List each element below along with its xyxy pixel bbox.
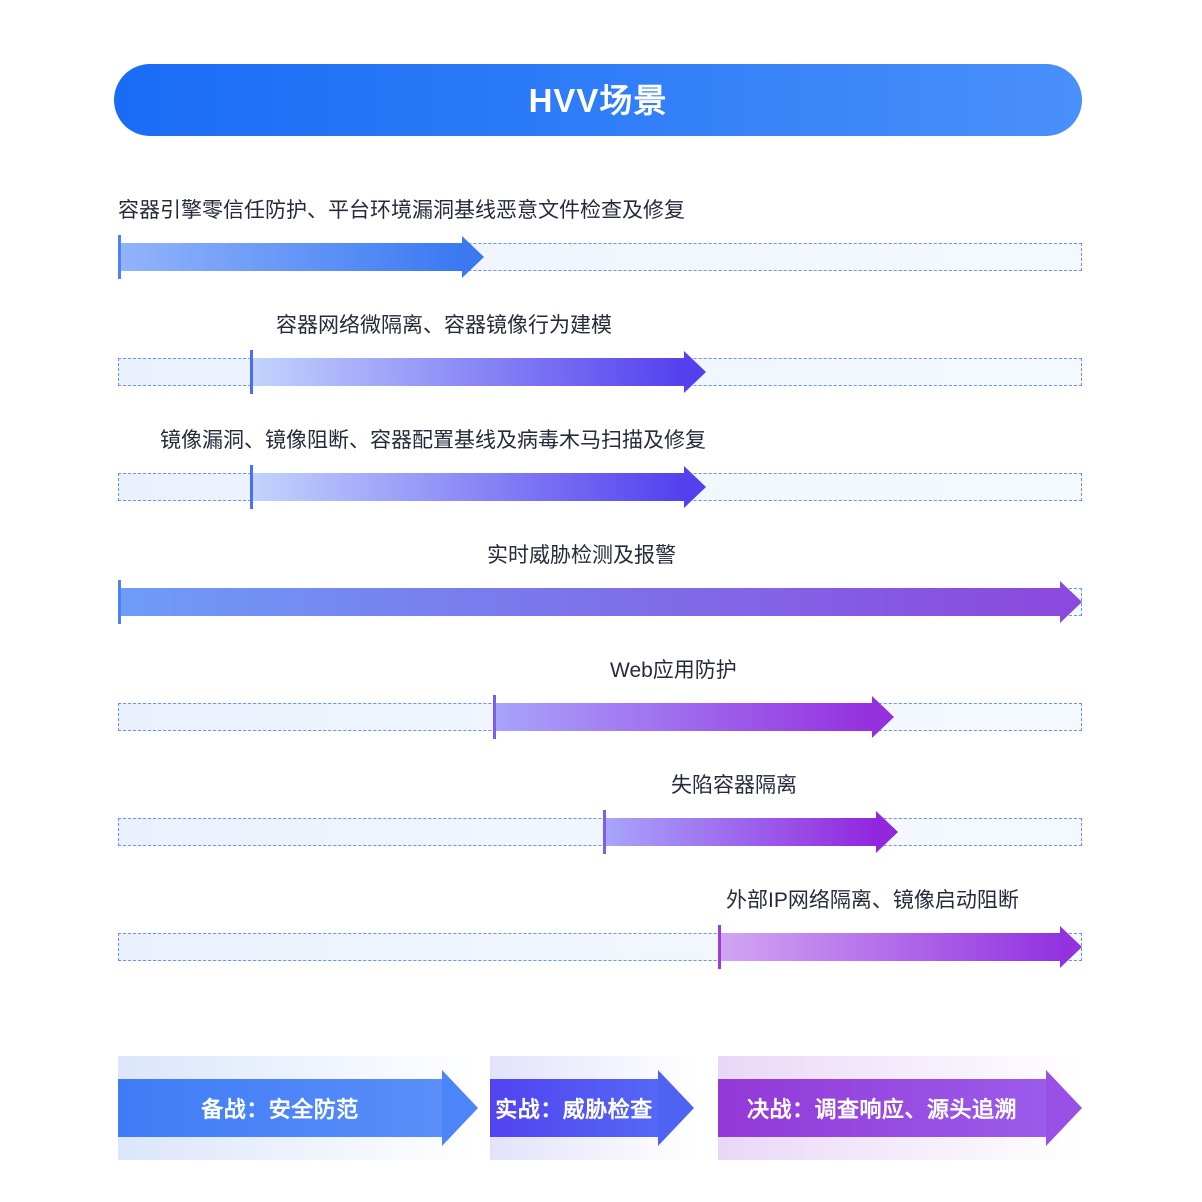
timeline-start-tick <box>493 695 496 739</box>
timeline-row-label: 容器引擎零信任防护、平台环境漏洞基线恶意文件检查及修复 <box>118 199 685 222</box>
timeline-track <box>118 818 1082 846</box>
arrow-shaft <box>603 818 876 846</box>
chevron-point-icon <box>1046 1070 1082 1146</box>
timeline-arrow <box>493 696 894 738</box>
chevron-point-icon <box>658 1070 694 1146</box>
timeline-row-label: Web应用防护 <box>610 659 737 682</box>
phase-chevron-icon <box>118 1070 478 1146</box>
timeline-row: 失陷容器隔离 <box>0 771 1202 875</box>
arrow-head-icon <box>684 351 706 393</box>
chevron-body <box>118 1079 442 1137</box>
phase-chevron-icon <box>490 1070 694 1146</box>
arrow-head-icon <box>462 236 484 278</box>
timeline-row-label: 容器网络微隔离、容器镜像行为建模 <box>276 314 612 337</box>
timeline-row: 镜像漏洞、镜像阻断、容器配置基线及病毒木马扫描及修复 <box>0 426 1202 530</box>
timeline-row-label: 实时威胁检测及报警 <box>487 544 676 567</box>
timeline-start-tick <box>250 465 253 509</box>
arrow-head-icon <box>872 696 894 738</box>
timeline-arrow <box>718 926 1082 968</box>
timeline-start-tick <box>118 235 121 279</box>
phase-item[interactable]: 备战：安全防范 <box>118 1056 478 1160</box>
page-title: HVV场景 <box>528 81 668 119</box>
arrow-shaft <box>718 933 1060 961</box>
timeline-start-tick <box>118 580 121 624</box>
timeline-arrow <box>603 811 898 853</box>
chevron-body <box>490 1079 658 1137</box>
arrow-shaft <box>250 358 684 386</box>
arrow-shaft <box>118 588 1060 616</box>
timeline-row: 外部IP网络隔离、镜像启动阻断 <box>0 886 1202 990</box>
chevron-body <box>718 1079 1046 1137</box>
timeline-row-label: 外部IP网络隔离、镜像启动阻断 <box>726 889 1019 912</box>
arrow-head-icon <box>684 466 706 508</box>
timeline-row-label: 镜像漏洞、镜像阻断、容器配置基线及病毒木马扫描及修复 <box>160 429 706 452</box>
timeline-arrow <box>250 466 706 508</box>
timeline-arrow <box>118 581 1082 623</box>
phase-chevron-icon <box>718 1070 1082 1146</box>
arrow-shaft <box>250 473 684 501</box>
timeline-start-tick <box>250 350 253 394</box>
arrow-head-icon <box>1060 926 1082 968</box>
arrow-shaft <box>493 703 872 731</box>
phase-label: 决战：调查响应、源头追溯 <box>746 1097 1017 1122</box>
timeline-arrow <box>250 351 706 393</box>
phase-bar: 备战：安全防范 实战：威胁检查 决战：调查响应、源头追溯 <box>0 1056 1202 1160</box>
phase-item[interactable]: 实战：威胁检查 <box>490 1056 694 1160</box>
timeline-rows: 容器引擎零信任防护、平台环境漏洞基线恶意文件检查及修复容器网络微隔离、容器镜像行… <box>0 196 1202 990</box>
timeline-row: 容器网络微隔离、容器镜像行为建模 <box>0 311 1202 415</box>
chevron-point-icon <box>442 1070 478 1146</box>
timeline-row-label: 失陷容器隔离 <box>671 774 797 797</box>
phase-label: 实战：威胁检查 <box>495 1097 653 1122</box>
arrow-shaft <box>118 243 462 271</box>
phase-label: 备战：安全防范 <box>201 1097 359 1122</box>
timeline-start-tick <box>718 925 721 969</box>
timeline-row: 容器引擎零信任防护、平台环境漏洞基线恶意文件检查及修复 <box>0 196 1202 300</box>
header-banner: HVV场景 <box>114 64 1082 136</box>
timeline-row: 实时威胁检测及报警 <box>0 541 1202 645</box>
timeline-start-tick <box>603 810 606 854</box>
arrow-head-icon <box>876 811 898 853</box>
arrow-head-icon <box>1060 581 1082 623</box>
timeline-row: Web应用防护 <box>0 656 1202 760</box>
phase-item[interactable]: 决战：调查响应、源头追溯 <box>718 1056 1082 1160</box>
timeline-arrow <box>118 236 484 278</box>
